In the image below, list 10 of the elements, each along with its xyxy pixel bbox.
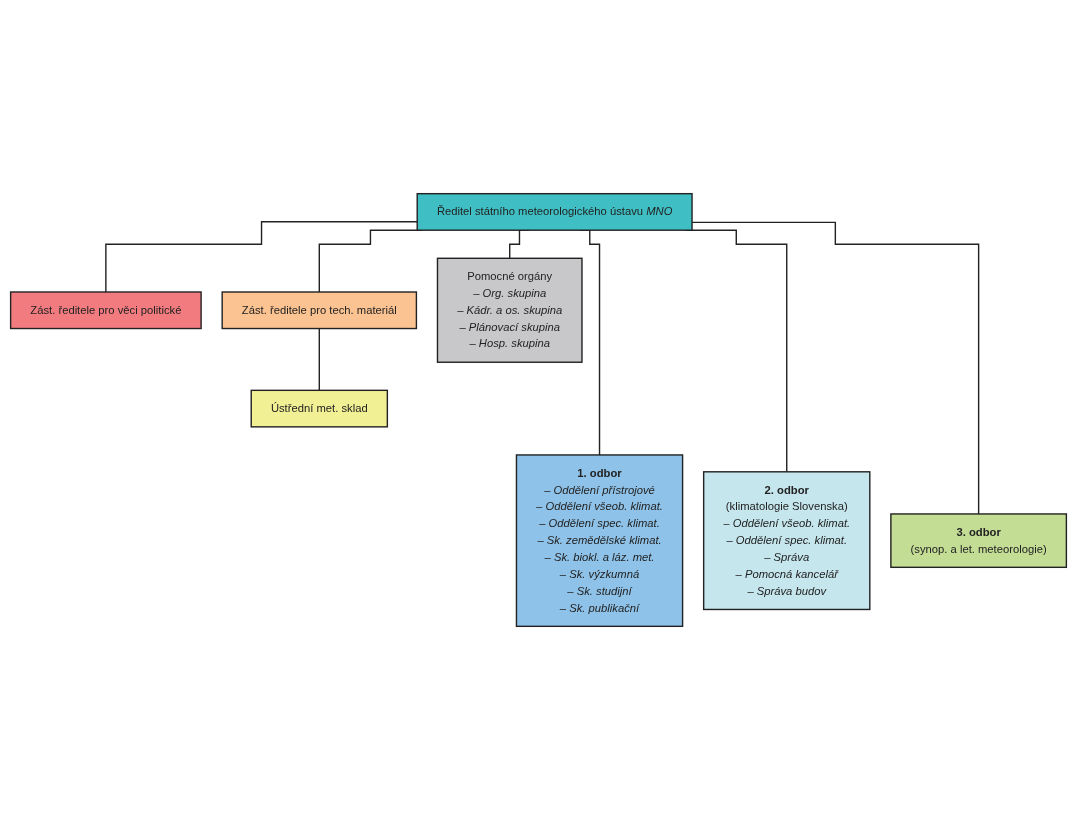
node-box: Zást. ředitele pro věci politické (9, 291, 202, 330)
connector (105, 221, 418, 293)
connector (318, 327, 320, 392)
node-box: 1. odbor – Oddělení přístrojové – Oddělení všeob. klimat. – Oddělení spec. klimat. – Sk. zemědělské klimat. – Sk. biokl. a láz. met. – Sk. výzkumná – Sk. studijní – Sk. publikační (515, 454, 684, 628)
node-box: 2. odbor (klimatologie Slovenska) – Oddělení všeob. klimat. – Oddělení spec. klimat. – Správa – Pomocná kancelář – Správa budov (702, 471, 871, 611)
node-box: Ústřední met. sklad (250, 389, 389, 428)
node-box: Pomocné orgány – Org. skupina – Kádr. a os. skupina – Plánovací skupina – Hosp. skupina (436, 257, 583, 363)
node-box: Zást. ředitele pro tech. materiál (221, 291, 418, 330)
node-box: 3. odbor (synop. a let. meteorologie) (890, 513, 1068, 569)
node-box: Ředitel státního meteorologického ústavu MNO (416, 192, 693, 231)
